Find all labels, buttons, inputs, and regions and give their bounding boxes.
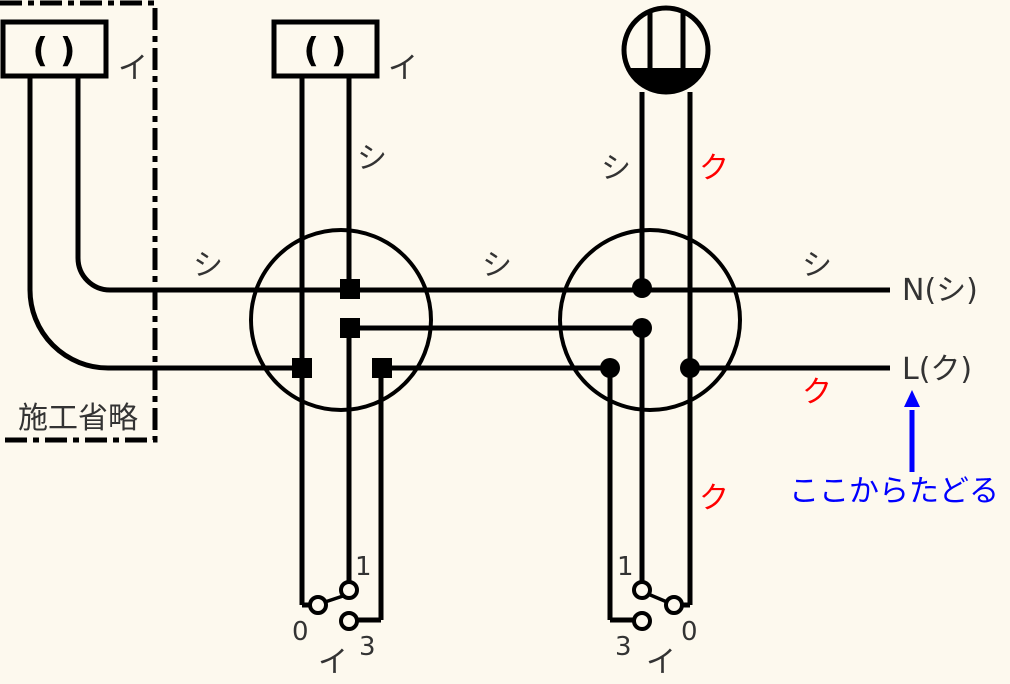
- switch-left: 1 0 3 イ: [292, 552, 381, 680]
- wire-label-outlet-left: シ: [601, 151, 631, 186]
- light-left-box: [0, 19, 109, 79]
- switch-left-terminal-0: [308, 595, 328, 615]
- switch-right-label-3: 3: [615, 632, 632, 662]
- light-left: ( ) イ: [0, 19, 148, 86]
- switch-right-label: イ: [646, 645, 676, 680]
- junction-left-circle: [249, 228, 433, 412]
- switch-left-label: イ: [318, 645, 348, 680]
- switch-right-terminal-3: [632, 611, 652, 631]
- outlet-circle: [621, 5, 711, 95]
- annotation-text: ここからたどる: [789, 474, 999, 509]
- wire-label-middle-vertical: シ: [357, 141, 387, 176]
- junction-left: [249, 228, 433, 412]
- switch-right-lever: [647, 592, 668, 604]
- switch-right-label-1: 1: [617, 552, 634, 582]
- wire-label-live: ク: [802, 375, 832, 410]
- junction-right: [558, 228, 742, 412]
- annotation: ここからたどる: [789, 390, 999, 509]
- light-left-symbol: ( ): [33, 31, 76, 71]
- omitted-area-label: 施工省略: [18, 401, 138, 436]
- switch-left-lever: [324, 594, 344, 604]
- ceiling-outlet-icon: [621, 5, 711, 95]
- junction-right-circle: [558, 228, 742, 412]
- wire-label-outlet-right: ク: [699, 151, 729, 186]
- wire-label-neutral: シ: [802, 248, 832, 283]
- wire-left-inner: [75, 76, 350, 293]
- switch-left-label-1: 1: [355, 552, 372, 582]
- switch-left-label-3: 3: [359, 632, 376, 662]
- switch-right-label-0: 0: [681, 617, 698, 647]
- switch-left-terminal-1: [339, 580, 359, 600]
- up-arrow-icon: [904, 390, 920, 407]
- wire-label-switch-drop: ク: [699, 481, 729, 516]
- connector-square: [340, 279, 360, 299]
- switch-right-terminal-0: [664, 595, 684, 615]
- light-left-label: イ: [118, 51, 148, 86]
- connector-square: [292, 358, 312, 378]
- wire-label-middle-horizontal: シ: [482, 248, 512, 283]
- omitted-area: 施工省略: [0, 0, 158, 443]
- switch-left-label-0: 0: [292, 617, 309, 647]
- light-middle: ( ) イ: [271, 19, 418, 86]
- light-middle-box: [271, 19, 380, 79]
- terminal-neutral-label: N(シ): [902, 273, 978, 308]
- switch-right: 1 0 3 イ: [610, 552, 698, 680]
- switch-right-terminal-1: [632, 580, 652, 600]
- wire-left-outer: [27, 76, 300, 371]
- wire-label-left-horizontal: シ: [193, 248, 223, 283]
- light-middle-symbol: ( ): [304, 31, 347, 71]
- switch-left-terminal-3: [339, 611, 359, 631]
- omitted-area-border: [0, 0, 158, 443]
- light-middle-label: イ: [388, 51, 418, 86]
- terminal-live-label: L(ク): [902, 352, 972, 387]
